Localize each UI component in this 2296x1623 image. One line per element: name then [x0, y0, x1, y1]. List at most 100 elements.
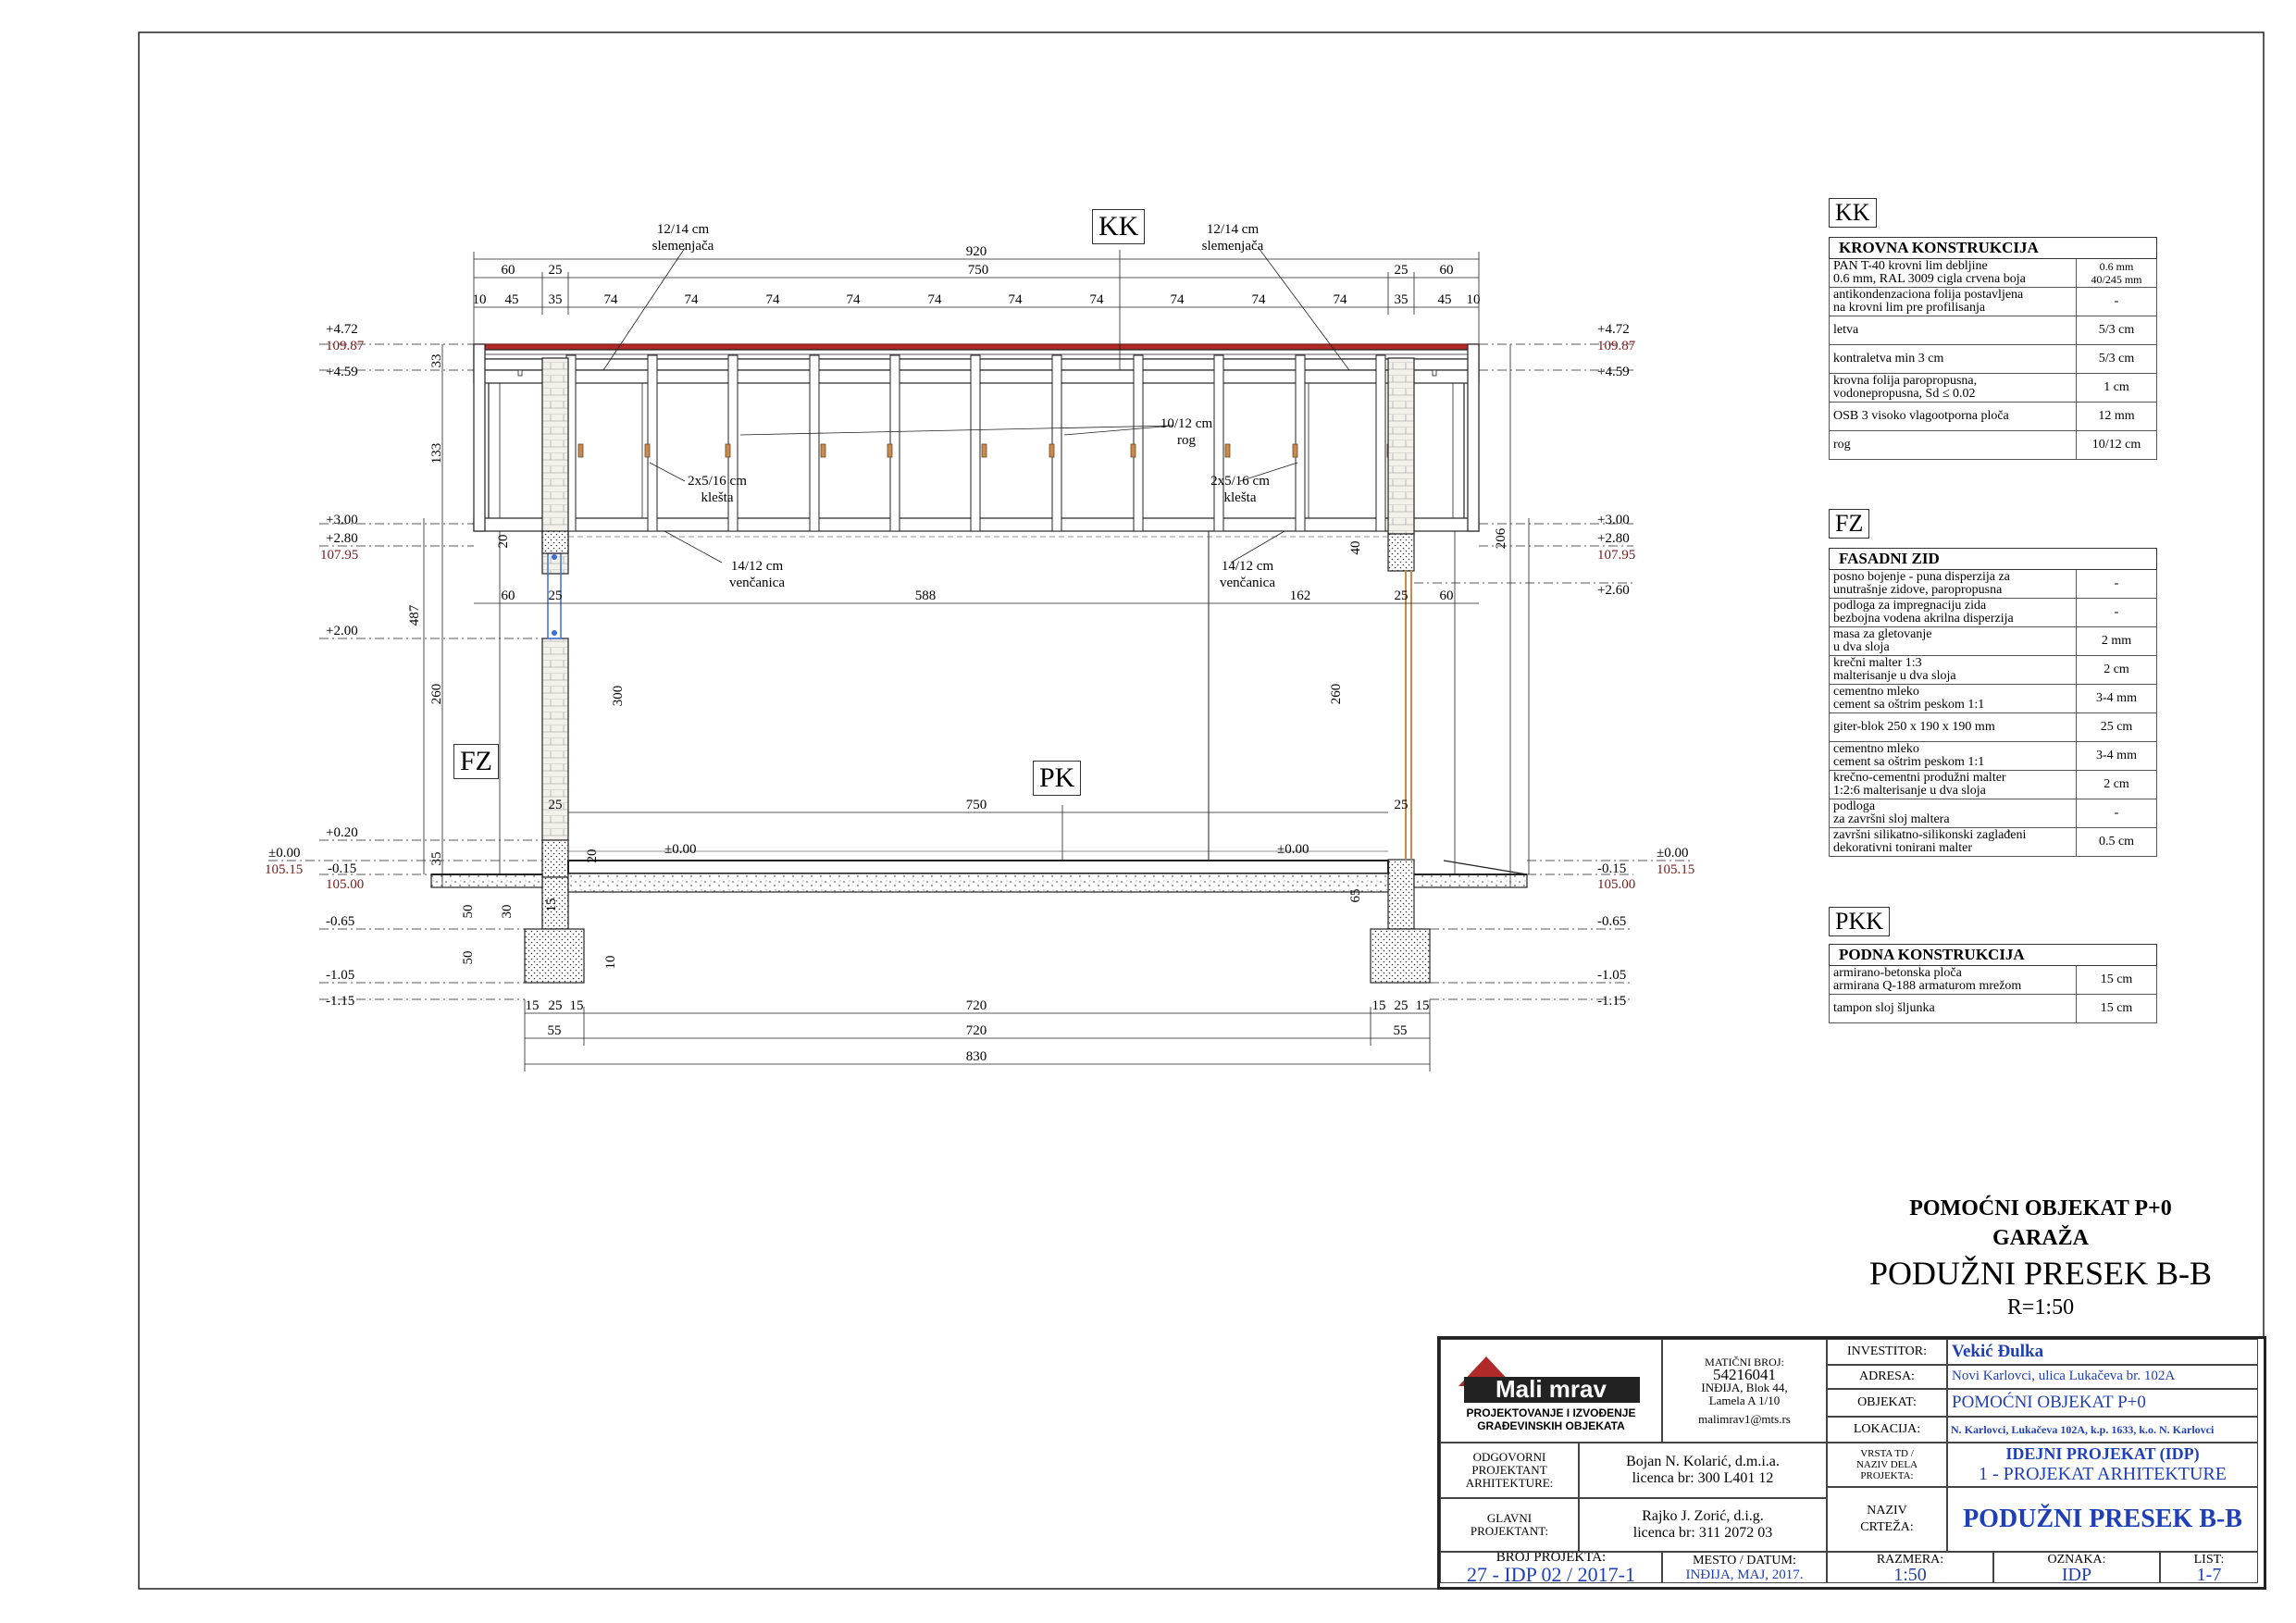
vrsta-value-cell: IDEJNI PROJEKAT (IDP) 1 - PROJEKAT ARHIT…	[1947, 1443, 2258, 1487]
glavni-lic: licenca br: 311 2072 03	[1632, 1525, 1773, 1541]
company-line2: GRAĐEVINSKIH OBJEKATA	[1477, 1419, 1625, 1432]
callout-rog-1: 10/12 cm	[1160, 416, 1213, 431]
vrsta-label-1: VRSTA TD /	[1860, 1448, 1914, 1459]
level-left: +3.00	[326, 513, 358, 527]
dim-top-row3: 74	[766, 292, 781, 307]
adresa-label: ADRESA:	[1827, 1365, 1947, 1389]
oznaka-value: IDP	[2061, 1564, 2092, 1583]
layer-thickness: 10/12 cm	[2076, 430, 2157, 460]
company-info-cell: MATIČNI BROJ: 54216041 INĐIJA, Blok 44, …	[1662, 1339, 1827, 1443]
level-right: -1.05	[1597, 968, 1626, 983]
odgovorni-label-cell: ODGOVORNI PROJEKTANT ARHITEKTURE:	[1440, 1443, 1579, 1498]
dim-top-row3: 45	[1438, 292, 1452, 307]
dim-bottom-row1: 15	[570, 998, 584, 1013]
level-left: ±0.00	[268, 846, 300, 861]
dim-bottom-row1: 15	[526, 998, 540, 1013]
dim-vertical: 260	[1329, 684, 1344, 705]
callout-rog-2: rog	[1177, 433, 1196, 448]
list-label: LIST:	[2193, 1552, 2225, 1567]
callout-vencanica-left-2: venčanica	[729, 576, 785, 590]
layer-thickness: 5/3 cm	[2076, 344, 2157, 374]
dim-vertical: 206	[1494, 527, 1508, 549]
level-left: -0.15	[328, 861, 356, 876]
dim-bottom-row1: 25	[1395, 998, 1409, 1013]
odgovorni-value-cell: Bojan N. Kolarić, d.m.i.a. licenca br: 3…	[1579, 1443, 1827, 1498]
dim-vertical: 30	[500, 905, 515, 919]
callout-slemenjaca-left-1: 12/14 cm	[657, 222, 710, 237]
clamp-marks	[577, 443, 1393, 458]
dim-vertical: 487	[407, 604, 422, 626]
glavni-label-cell: GLAVNI PROJEKTANT:	[1440, 1498, 1579, 1552]
callout-slemenjaca-right-1: 12/14 cm	[1207, 222, 1260, 237]
layer-name: letva	[1829, 316, 2077, 345]
tag-pk: PK	[1033, 761, 1082, 796]
dim-vertical: 10	[603, 956, 618, 970]
level-left: -0.65	[326, 914, 354, 929]
level-right: 107.95	[1597, 548, 1635, 563]
caption-scale: R=1:50	[2006, 1295, 2075, 1319]
dim-mid-row: 588	[915, 588, 937, 603]
callout-vencanica-right-2: venčanica	[1220, 576, 1275, 590]
left-wall-lower	[541, 638, 569, 841]
vrsta-value-1: IDEJNI PROJEKAT (IDP)	[2005, 1444, 2200, 1463]
dim-top-total: 920	[966, 244, 987, 259]
investitor-value: Vekić Đulka	[1947, 1339, 2258, 1365]
odgovorni-label-2: PROJEKTANT	[1471, 1463, 1547, 1477]
layer-thickness: 12 mm	[2076, 402, 2157, 431]
broj-value: 27 - IDP 02 / 2017-1	[1467, 1562, 1635, 1583]
dim-vertical: 35	[429, 852, 444, 866]
floor-slab	[567, 860, 1389, 874]
naziv-label-cell: NAZIV CRTEŽA:	[1827, 1487, 1947, 1552]
layer-thickness: 3-4 mm	[2076, 741, 2157, 771]
callout-klesta-left-2: klešta	[701, 490, 734, 505]
dim-vertical: 65	[1348, 889, 1363, 903]
broj-cell: BROJ PROJEKTA: 27 - IDP 02 / 2017-1	[1440, 1552, 1662, 1583]
level-right: -0.15	[1597, 861, 1626, 876]
layer-thickness: -	[2076, 799, 2157, 828]
dim-top-row3: 10	[1467, 292, 1481, 307]
table-heading: KROVNA KONSTRUKCIJA	[1829, 237, 2157, 259]
dim-top-row2: 750	[968, 263, 989, 278]
dim-vertical: 300	[611, 686, 626, 707]
dim-top-row2: 25	[549, 263, 563, 278]
caption-line2: GARAŽA	[1992, 1226, 2089, 1250]
mesto-value: INĐIJA, MAJ, 2017.	[1685, 1567, 1804, 1582]
right-footing	[1370, 928, 1431, 984]
layer-name: giter-blok 250 x 190 x 190 mm	[1829, 712, 2077, 742]
level-left: 105.15	[265, 862, 303, 877]
dimension-lines	[268, 247, 1694, 1072]
table-fz-tag: FZ	[1829, 509, 1870, 539]
address-line2: Lamela A 1/10	[1708, 1394, 1781, 1407]
dim-top-row3: 74	[847, 292, 862, 307]
vrsta-label-cell: VRSTA TD / NAZIV DELA PROJEKTA:	[1827, 1443, 1947, 1487]
address-line1: INĐIJA, Blok 44,	[1701, 1381, 1788, 1394]
dim-top-row3: 74	[928, 292, 943, 307]
layer-thickness: 15 cm	[2076, 994, 2157, 1023]
tag-kk: KK	[1092, 209, 1146, 244]
naziv-value: PODUŽNI PRESEK B-B	[1947, 1487, 2258, 1552]
layer-thickness: 15 cm	[2076, 965, 2157, 995]
odgovorni-label-1: ODGOVORNI	[1472, 1450, 1546, 1464]
level-right: -0.65	[1597, 914, 1626, 929]
glavni-label-2: PROJEKTANT:	[1470, 1524, 1549, 1538]
dim-bottom-row2: 55	[1394, 1023, 1408, 1038]
naziv-label-1: NAZIV	[1867, 1504, 1907, 1518]
dim-bottom-row1: 15	[1416, 998, 1430, 1013]
title-block: Mali mrav PROJEKTOVANJE I IZVOĐENJE GRAĐ…	[1437, 1336, 2266, 1590]
dim-floor-row: 750	[966, 798, 987, 812]
left-foundation-wall	[541, 876, 569, 930]
razmera-value: 1:50	[1893, 1564, 1927, 1583]
